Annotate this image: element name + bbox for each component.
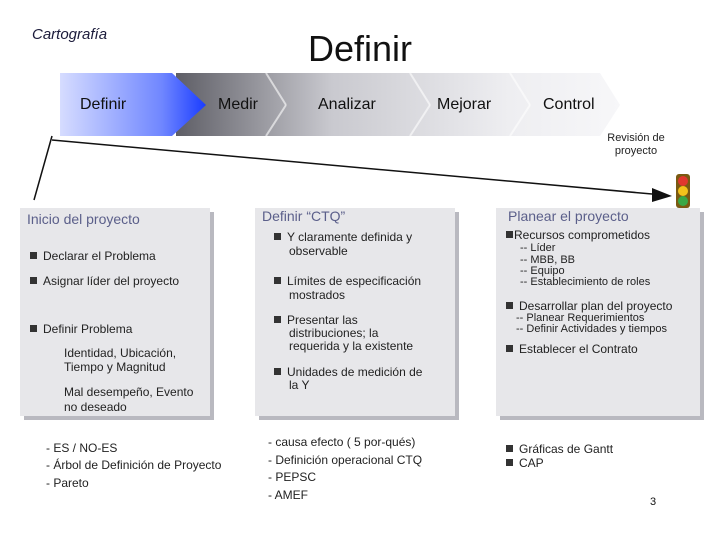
bullet-icon xyxy=(30,277,37,284)
col1-item: Asignar líder del proyecto xyxy=(30,275,179,288)
phase-analizar: Analizar xyxy=(318,96,376,113)
phase-mejorar: Mejorar xyxy=(437,96,492,113)
col3-sub: -- Equipo xyxy=(520,265,565,277)
panel-planear xyxy=(496,208,700,416)
bullet-icon xyxy=(506,231,513,238)
bullet-icon xyxy=(274,368,281,375)
phase-medir: Medir xyxy=(218,96,259,113)
col3-heading: Planear el proyecto xyxy=(508,208,629,224)
col3-sub: -- Líder xyxy=(520,242,556,254)
bullet-icon xyxy=(30,325,37,332)
col2-item-cont: mostrados xyxy=(289,288,346,302)
col1-sub-line: Identidad, Ubicación, xyxy=(64,346,177,360)
col1-sub-line: Mal desempeño, Evento xyxy=(64,385,194,399)
col1-item: Declarar el Problema xyxy=(30,250,156,263)
bullet-icon xyxy=(506,345,513,352)
active-phase-arrow xyxy=(60,73,206,136)
col2-tool: - PEPSC xyxy=(268,470,317,484)
col3-sub: -- MBB, BB xyxy=(520,254,576,266)
col3-item: Recursos comprometidos xyxy=(506,229,650,242)
timeline-left-stroke xyxy=(33,135,53,201)
col2-item-cont: distribuciones; la xyxy=(289,326,379,340)
panel-ctq xyxy=(255,208,455,416)
phase-band xyxy=(176,73,620,136)
phase-control: Control xyxy=(543,96,595,113)
bullet-icon xyxy=(506,445,513,452)
phase-definir: Definir xyxy=(80,96,127,113)
traffic-light-icon xyxy=(676,174,690,208)
timeline-line xyxy=(51,139,653,195)
col2-heading: Definir “CTQ” xyxy=(262,208,346,224)
bullet-icon xyxy=(274,233,281,240)
col1-tool: - Árbol de Definición de Proyecto xyxy=(46,458,222,472)
timeline-arrowhead xyxy=(652,188,672,202)
col1-sub-line: no deseado xyxy=(64,400,127,414)
bullet-icon xyxy=(506,302,513,309)
col1-heading: Inicio del proyecto xyxy=(27,211,140,227)
col1-tool: - Pareto xyxy=(46,476,89,490)
col1-item: Definir Problema xyxy=(30,323,132,336)
col2-item-cont: la Y xyxy=(289,378,310,392)
col2-item-cont: observable xyxy=(289,244,348,258)
col3-sub: -- Establecimiento de roles xyxy=(520,276,651,288)
col3-tool: Gráficas de Gantt xyxy=(506,443,613,456)
bullet-icon xyxy=(30,252,37,259)
col2-tool: - causa efecto ( 5 por-qués) xyxy=(268,435,416,449)
bullet-icon xyxy=(274,316,281,323)
bullet-icon xyxy=(506,459,513,466)
col3-item: Desarrollar plan del proyecto xyxy=(506,300,672,313)
col2-tool: - Definición operacional CTQ xyxy=(268,453,423,467)
page-number: 3 xyxy=(650,496,657,508)
col1-sub-line: Tiempo y Magnitud xyxy=(64,360,166,374)
col3-sub: -- Planear Requerimientos xyxy=(516,312,645,324)
col3-tool: CAP xyxy=(506,457,544,470)
col2-tool: - AMEF xyxy=(268,488,309,502)
col2-item: Y claramente definida y xyxy=(274,231,412,244)
col1-tool: - ES / NO-ES xyxy=(46,441,118,455)
col2-item: Límites de especificación xyxy=(274,275,421,288)
col3-sub: -- Definir Actividades y tiempos xyxy=(516,323,667,335)
col3-item: Establecer el Contrato xyxy=(506,343,638,356)
corner-label: Cartografía xyxy=(32,26,108,43)
col2-item: Unidades de medición de xyxy=(274,366,422,379)
panel-inicio xyxy=(20,208,210,416)
col2-item: Presentar las xyxy=(274,314,358,327)
col2-item-cont: requerida y la existente xyxy=(289,339,414,353)
bullet-icon xyxy=(274,277,281,284)
review-label: Revisión de proyecto xyxy=(607,132,665,157)
